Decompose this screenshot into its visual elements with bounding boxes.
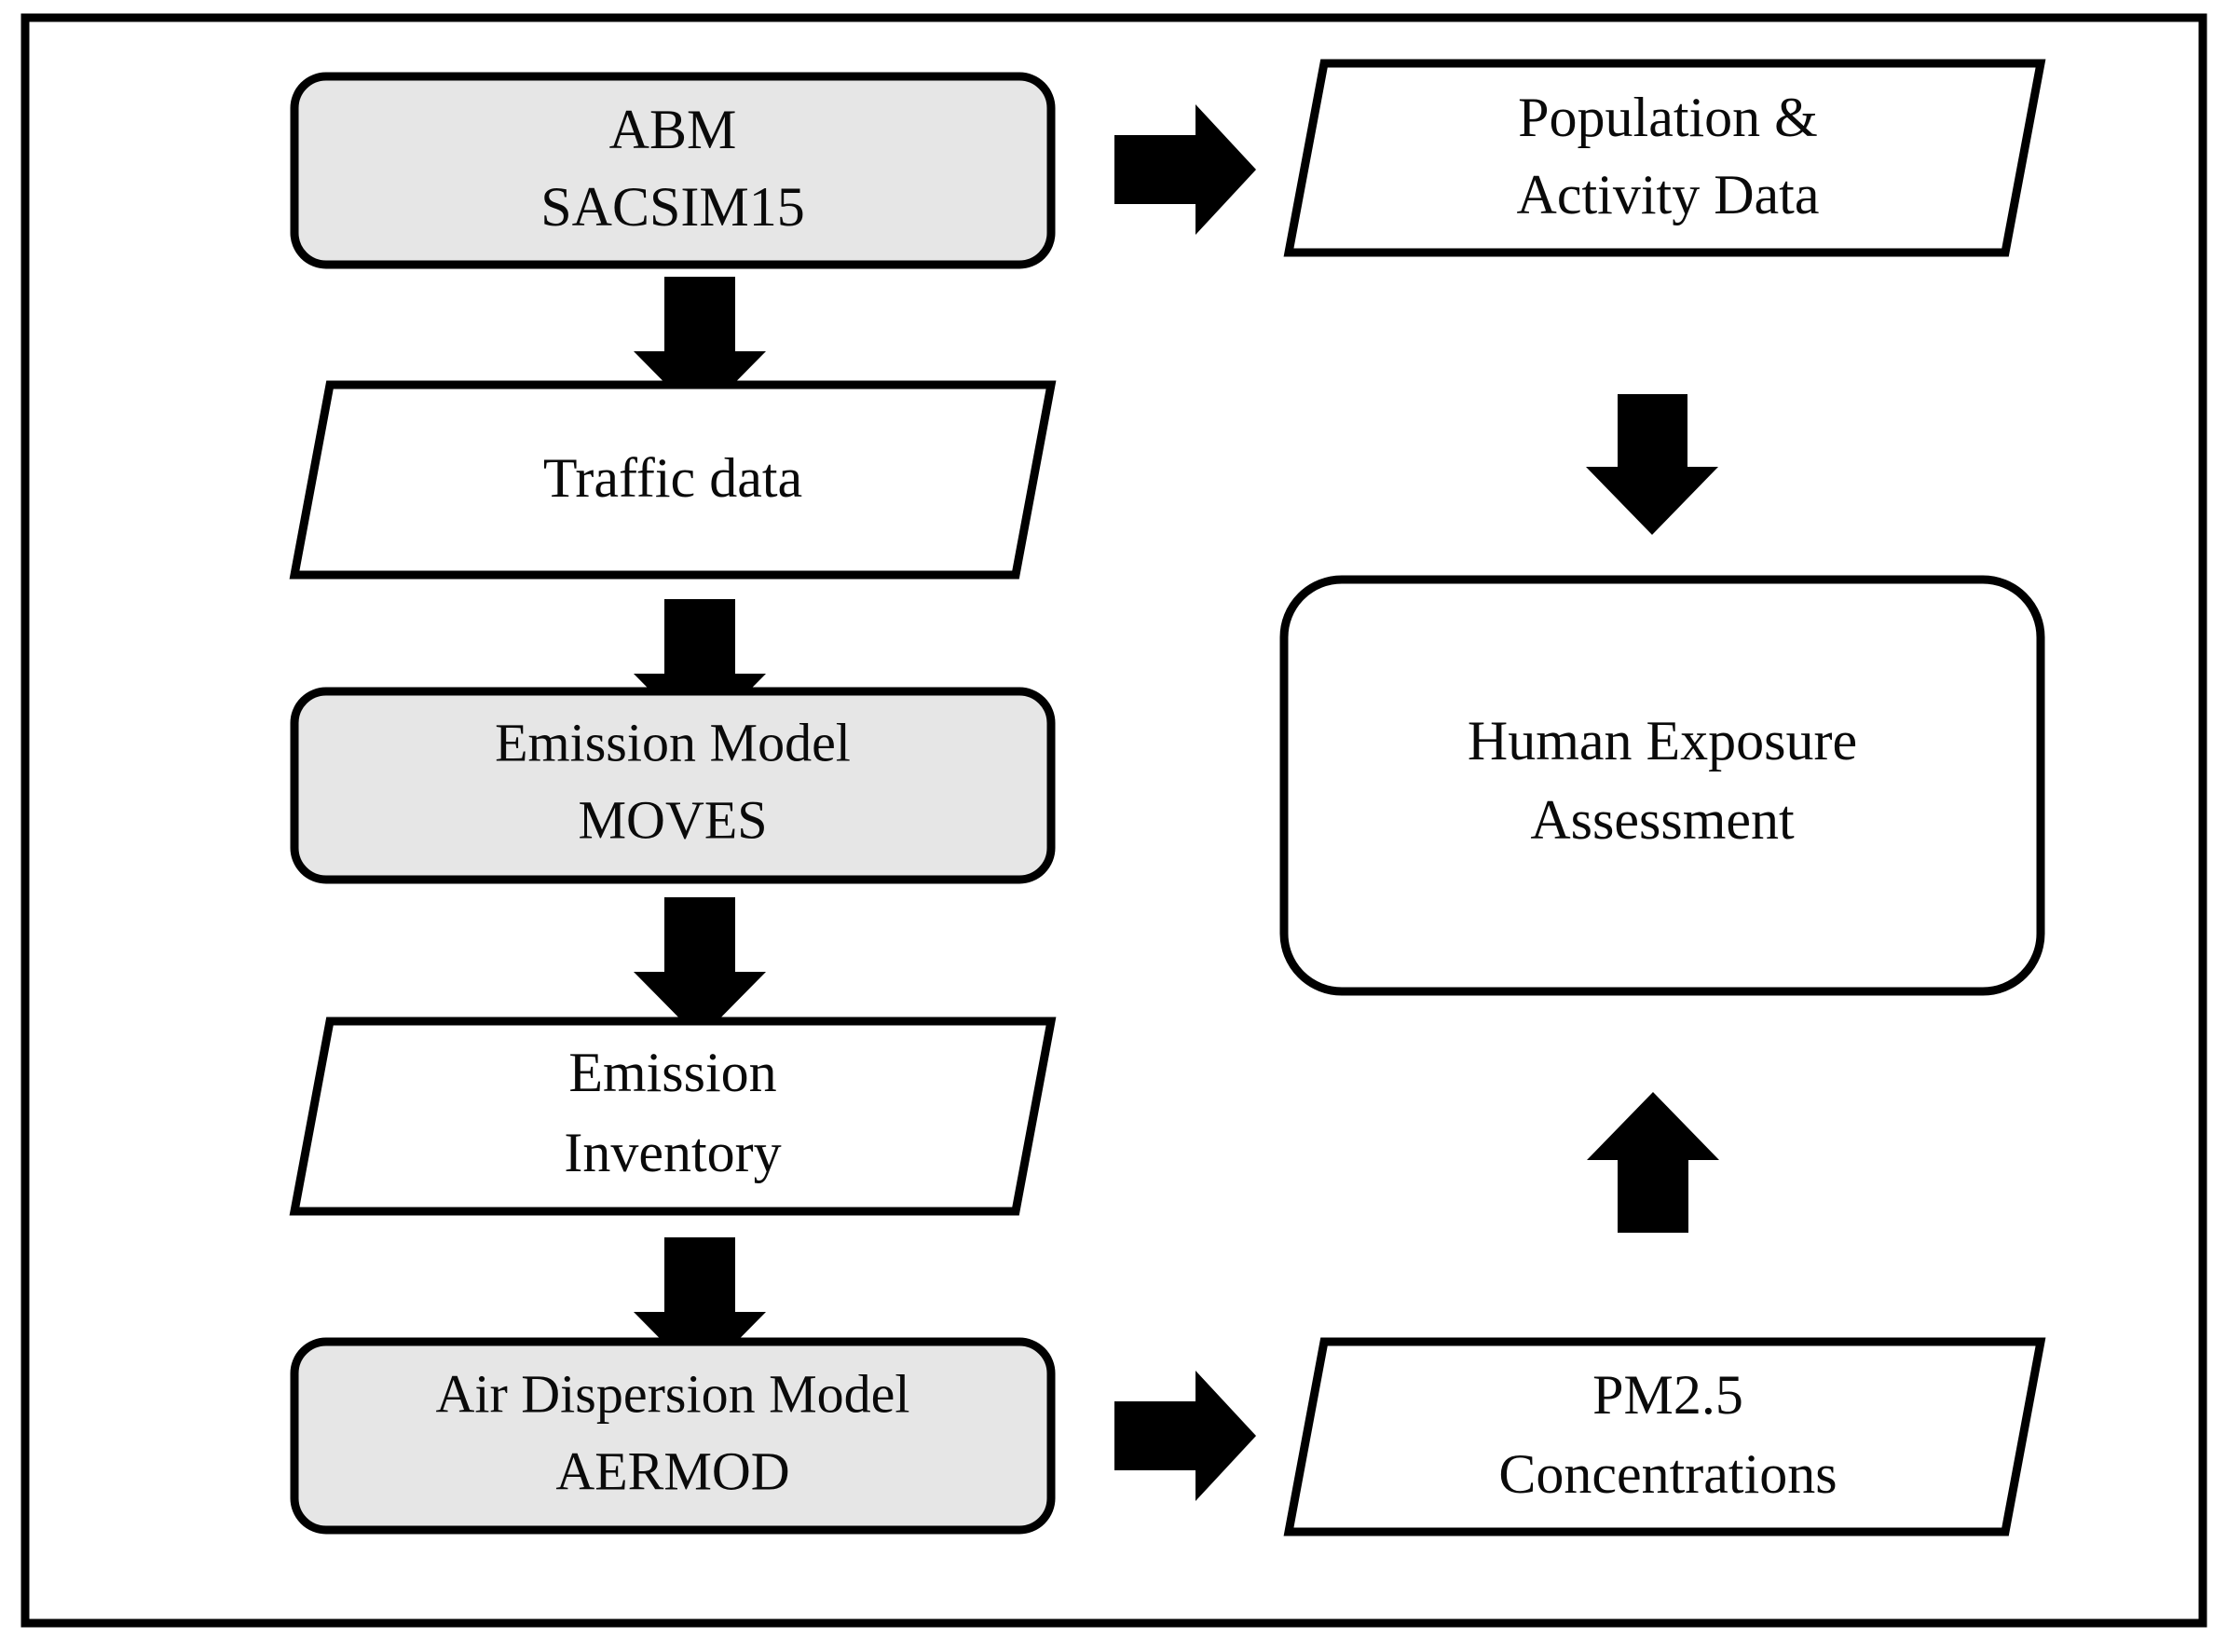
right-arrow-icon xyxy=(1114,1371,1256,1501)
node-emission-inventory-line-2: Inventory xyxy=(564,1122,781,1183)
node-pm25-concentrations-line-1: PM2.5 xyxy=(1592,1364,1743,1426)
node-air-dispersion-model-line-1: Air Dispersion Model xyxy=(435,1363,909,1424)
node-pm25-concentrations[interactable]: PM2.5 Concentrations xyxy=(1283,1337,2046,1536)
node-human-exposure-assessment-line-2: Assessment xyxy=(1530,789,1795,851)
arrow-dispersion-to-pm25 xyxy=(1114,1371,1256,1501)
node-population-activity-data-line-1: Population & xyxy=(1518,87,1818,148)
node-emission-inventory-shape xyxy=(289,1017,1057,1216)
node-traffic-data-shape xyxy=(289,380,1057,580)
node-human-exposure-assessment-shape xyxy=(1279,575,2045,996)
node-traffic-data-line-1: Traffic data xyxy=(543,447,802,509)
node-pm25-concentrations-line-2: Concentrations xyxy=(1498,1443,1837,1505)
node-human-exposure-assessment-line-1: Human Exposure xyxy=(1468,710,1857,771)
node-population-activity-data-shape xyxy=(1283,59,2046,257)
node-population-activity-data[interactable]: Population & Activity Data xyxy=(1283,59,2046,257)
node-emission-model-line-2: MOVES xyxy=(578,789,767,850)
node-traffic-data[interactable]: Traffic data xyxy=(289,380,1057,580)
right-arrow-icon xyxy=(1114,104,1256,235)
node-emission-model-shape xyxy=(290,687,1056,884)
down-arrow-icon xyxy=(634,897,766,1039)
node-emission-inventory[interactable]: Emission Inventory xyxy=(289,1017,1057,1216)
node-air-dispersion-model-shape xyxy=(290,1337,1056,1535)
arrow-pm25-to-exposure xyxy=(1587,1092,1719,1233)
arrow-population-to-exposure xyxy=(1586,394,1718,535)
node-pm25-concentrations-shape xyxy=(1283,1337,2046,1536)
arrow-abm-to-population xyxy=(1114,104,1256,235)
node-emission-model-line-1: Emission Model xyxy=(495,712,851,772)
node-abm-line-1: ABM xyxy=(609,99,737,160)
node-abm[interactable]: ABM SACSIM15 xyxy=(290,72,1056,269)
down-arrow-icon xyxy=(1586,394,1718,535)
node-abm-shape xyxy=(290,72,1056,269)
node-abm-line-2: SACSIM15 xyxy=(540,176,804,238)
node-air-dispersion-model[interactable]: Air Dispersion Model AERMOD xyxy=(290,1337,1056,1535)
node-emission-inventory-line-1: Emission xyxy=(568,1042,776,1103)
node-human-exposure-assessment[interactable]: Human Exposure Assessment xyxy=(1279,575,2045,996)
node-population-activity-data-line-2: Activity Data xyxy=(1517,164,1820,225)
up-arrow-icon xyxy=(1587,1092,1719,1233)
arrow-emission-model-to-inventory xyxy=(634,897,766,1039)
node-emission-model[interactable]: Emission Model MOVES xyxy=(290,687,1056,884)
node-air-dispersion-model-line-2: AERMOD xyxy=(555,1440,789,1501)
